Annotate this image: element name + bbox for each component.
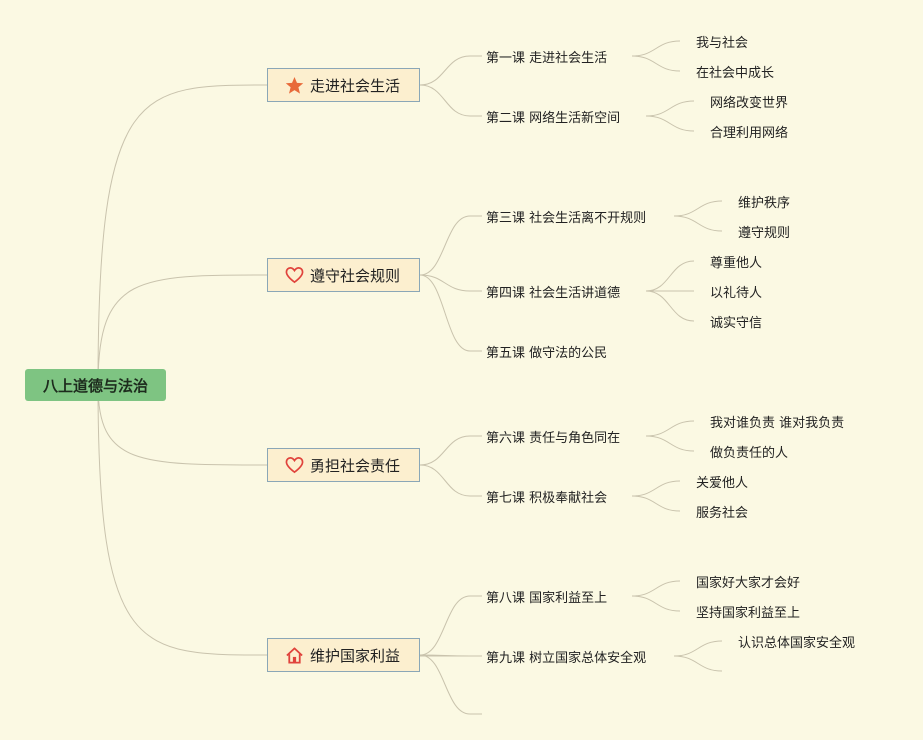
lesson-8[interactable]: 第八课 国家利益至上 bbox=[486, 591, 608, 606]
connector-line bbox=[419, 215, 471, 276]
branch-label: 维护国家利益 bbox=[310, 646, 401, 665]
lesson-5[interactable]: 第五课 做守法的公民 bbox=[486, 346, 608, 361]
lesson-4[interactable]: 第四课 社会生活讲道德 bbox=[486, 286, 621, 301]
connector-line bbox=[673, 655, 723, 672]
heart-icon bbox=[284, 455, 304, 475]
branch-label: 勇担社会责任 bbox=[310, 456, 401, 475]
connector-line bbox=[645, 100, 695, 117]
branch-node-1[interactable]: 走进社会生活 bbox=[267, 68, 420, 102]
connector-line bbox=[645, 435, 695, 452]
connector-line bbox=[645, 420, 695, 437]
root-node[interactable]: 八上道德与法治 bbox=[25, 369, 166, 401]
topic-item[interactable]: 我与社会 bbox=[696, 36, 749, 51]
connector-line bbox=[645, 290, 695, 322]
connector-line bbox=[645, 115, 695, 132]
connector-line bbox=[631, 580, 681, 597]
branch-node-3[interactable]: 勇担社会责任 bbox=[267, 448, 420, 482]
topic-item[interactable]: 关爱他人 bbox=[696, 476, 749, 491]
topic-item[interactable]: 网络改变世界 bbox=[710, 96, 789, 111]
topic-item[interactable]: 国家好大家才会好 bbox=[696, 576, 801, 591]
topic-item[interactable]: 认识总体国家安全观 bbox=[738, 636, 856, 651]
branch-node-4[interactable]: 维护国家利益 bbox=[267, 638, 420, 672]
connector-line bbox=[97, 84, 268, 386]
lesson-6[interactable]: 第六课 责任与角色同在 bbox=[486, 431, 621, 446]
branch-label: 遵守社会规则 bbox=[310, 266, 401, 285]
connector-line bbox=[673, 200, 723, 217]
lesson-9[interactable]: 第九课 树立国家总体安全观 bbox=[486, 651, 647, 666]
connector-line bbox=[419, 595, 471, 656]
connector-line bbox=[419, 55, 471, 86]
connector-line bbox=[631, 40, 681, 57]
heart-icon bbox=[284, 265, 304, 285]
topic-item[interactable]: 遵守规则 bbox=[738, 226, 791, 241]
topic-item[interactable]: 我对谁负责 谁对我负责 bbox=[710, 416, 845, 431]
topic-item[interactable]: 以礼待人 bbox=[710, 286, 763, 301]
lesson-3[interactable]: 第三课 社会生活离不开规则 bbox=[486, 211, 647, 226]
topic-item[interactable]: 诚实守信 bbox=[710, 316, 763, 331]
connector-line bbox=[419, 654, 471, 715]
home-icon bbox=[284, 645, 304, 665]
topic-item[interactable]: 做负责任的人 bbox=[710, 446, 789, 461]
connector-line bbox=[673, 215, 723, 232]
connector-line bbox=[673, 640, 723, 657]
connector-line bbox=[419, 464, 471, 497]
connector-line bbox=[419, 274, 471, 352]
connector-line bbox=[97, 274, 268, 386]
connector-line bbox=[645, 260, 695, 292]
connector-line bbox=[419, 274, 471, 292]
lesson-2[interactable]: 第二课 网络生活新空间 bbox=[486, 111, 621, 126]
connector-line bbox=[419, 435, 471, 466]
connector-line bbox=[97, 384, 268, 466]
connector-line bbox=[631, 495, 681, 512]
lesson-7[interactable]: 第七课 积极奉献社会 bbox=[486, 491, 608, 506]
topic-item[interactable]: 坚持国家利益至上 bbox=[696, 606, 801, 621]
connector-line bbox=[631, 480, 681, 497]
connector-line bbox=[631, 595, 681, 612]
connector-line bbox=[631, 55, 681, 72]
branch-node-2[interactable]: 遵守社会规则 bbox=[267, 258, 420, 292]
root-label: 八上道德与法治 bbox=[42, 376, 148, 395]
topic-item[interactable]: 服务社会 bbox=[696, 506, 749, 521]
topic-item[interactable]: 维护秩序 bbox=[738, 196, 791, 211]
lesson-1[interactable]: 第一课 走进社会生活 bbox=[486, 51, 608, 66]
star-icon bbox=[284, 75, 304, 95]
topic-item[interactable]: 合理利用网络 bbox=[710, 126, 789, 141]
connector-line bbox=[97, 384, 268, 656]
connector-line bbox=[419, 84, 471, 117]
topic-item[interactable]: 在社会中成长 bbox=[696, 66, 775, 81]
branch-label: 走进社会生活 bbox=[310, 76, 401, 95]
topic-item[interactable]: 尊重他人 bbox=[710, 256, 763, 271]
